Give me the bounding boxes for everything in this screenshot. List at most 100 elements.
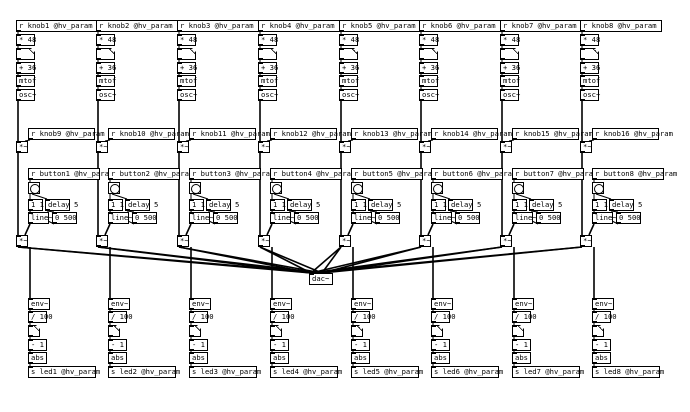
- env-object[interactable]: env~: [28, 298, 50, 310]
- receive-knob-object[interactable]: r knob14 @hv_param: [431, 128, 512, 140]
- line-object[interactable]: line~: [592, 212, 617, 224]
- signal-multiply-object[interactable]: *~: [580, 235, 592, 247]
- message-1-1[interactable]: 1 1: [270, 199, 286, 211]
- message-1-1[interactable]: 1 1: [512, 199, 528, 211]
- delay-object[interactable]: delay 5: [448, 199, 481, 211]
- number-box[interactable]: [28, 325, 40, 337]
- abs-object[interactable]: abs: [189, 352, 208, 364]
- send-led-object[interactable]: s led8 @hv_param: [592, 366, 664, 378]
- add-36-object[interactable]: + 36: [500, 62, 520, 74]
- line-object[interactable]: line~: [351, 212, 376, 224]
- number-box[interactable]: [189, 325, 201, 337]
- message-1-1[interactable]: 1 1: [351, 199, 367, 211]
- signal-multiply-object[interactable]: *~: [96, 235, 108, 247]
- env-object[interactable]: env~: [592, 298, 614, 310]
- multiply-48-object[interactable]: * 48: [419, 34, 439, 46]
- divide-100-object[interactable]: / 100: [108, 311, 133, 323]
- signal-multiply-object[interactable]: *~: [16, 235, 28, 247]
- mtof-object[interactable]: mtof: [177, 75, 197, 87]
- divide-100-object[interactable]: / 100: [189, 311, 214, 323]
- send-led-object[interactable]: s led6 @hv_param: [431, 366, 503, 378]
- receive-knob-object[interactable]: r knob15 @hv_param: [512, 128, 593, 140]
- line-object[interactable]: line~: [270, 212, 295, 224]
- receive-knob-object[interactable]: r knob11 @hv_param: [189, 128, 270, 140]
- receive-knob-object[interactable]: r knob9 @hv_param: [28, 128, 105, 140]
- mtof-object[interactable]: mtof: [419, 75, 439, 87]
- bang-button[interactable]: [189, 182, 201, 194]
- receive-knob-object[interactable]: r knob3 @hv_param: [177, 20, 259, 32]
- line-object[interactable]: line~: [431, 212, 456, 224]
- delay-object[interactable]: delay 5: [368, 199, 401, 211]
- add-36-object[interactable]: + 36: [339, 62, 359, 74]
- line-object[interactable]: line~: [108, 212, 133, 224]
- message-0-500[interactable]: 0 500: [536, 212, 561, 224]
- number-box[interactable]: [512, 325, 524, 337]
- receive-knob-object[interactable]: r knob4 @hv_param: [258, 20, 340, 32]
- multiply-48-object[interactable]: * 48: [177, 34, 197, 46]
- signal-multiply-object[interactable]: *~: [419, 141, 431, 153]
- osc-object[interactable]: osc~: [177, 89, 197, 101]
- multiply-48-object[interactable]: * 48: [96, 34, 116, 46]
- number-box[interactable]: [419, 48, 438, 60]
- env-object[interactable]: env~: [431, 298, 453, 310]
- osc-object[interactable]: osc~: [580, 89, 600, 101]
- send-led-object[interactable]: s led4 @hv_param: [270, 366, 342, 378]
- number-box[interactable]: [351, 325, 363, 337]
- message-0-500[interactable]: 0 500: [375, 212, 400, 224]
- divide-100-object[interactable]: / 100: [512, 311, 537, 323]
- subtract-1-object[interactable]: - 1: [189, 339, 208, 351]
- multiply-48-object[interactable]: * 48: [339, 34, 359, 46]
- receive-knob-object[interactable]: r knob8 @hv_param: [580, 20, 662, 32]
- send-led-object[interactable]: s led1 @hv_param: [28, 366, 100, 378]
- multiply-48-object[interactable]: * 48: [16, 34, 36, 46]
- add-36-object[interactable]: + 36: [258, 62, 278, 74]
- mtof-object[interactable]: mtof: [16, 75, 36, 87]
- delay-object[interactable]: delay 5: [45, 199, 78, 211]
- signal-multiply-object[interactable]: *~: [258, 141, 270, 153]
- subtract-1-object[interactable]: - 1: [592, 339, 611, 351]
- abs-object[interactable]: abs: [592, 352, 611, 364]
- number-box[interactable]: [592, 325, 604, 337]
- signal-multiply-object[interactable]: *~: [177, 235, 189, 247]
- message-1-1[interactable]: 1 1: [108, 199, 124, 211]
- add-36-object[interactable]: + 36: [580, 62, 600, 74]
- number-box[interactable]: [16, 48, 35, 60]
- receive-button-object[interactable]: r button3 @hv_param: [189, 168, 274, 180]
- env-object[interactable]: env~: [512, 298, 534, 310]
- abs-object[interactable]: abs: [351, 352, 370, 364]
- number-box[interactable]: [270, 325, 282, 337]
- bang-button[interactable]: [512, 182, 524, 194]
- number-box[interactable]: [580, 48, 599, 60]
- message-0-500[interactable]: 0 500: [52, 212, 77, 224]
- add-36-object[interactable]: + 36: [96, 62, 116, 74]
- number-box[interactable]: [108, 325, 120, 337]
- subtract-1-object[interactable]: - 1: [28, 339, 47, 351]
- divide-100-object[interactable]: / 100: [270, 311, 295, 323]
- bang-button[interactable]: [351, 182, 363, 194]
- signal-multiply-object[interactable]: *~: [500, 141, 512, 153]
- env-object[interactable]: env~: [270, 298, 292, 310]
- osc-object[interactable]: osc~: [16, 89, 36, 101]
- receive-button-object[interactable]: r button5 @hv_param: [351, 168, 436, 180]
- message-0-500[interactable]: 0 500: [213, 212, 238, 224]
- message-0-500[interactable]: 0 500: [132, 212, 157, 224]
- add-36-object[interactable]: + 36: [16, 62, 36, 74]
- add-36-object[interactable]: + 36: [177, 62, 197, 74]
- receive-knob-object[interactable]: r knob13 @hv_param: [351, 128, 432, 140]
- signal-multiply-object[interactable]: *~: [258, 235, 270, 247]
- signal-multiply-object[interactable]: *~: [580, 141, 592, 153]
- add-36-object[interactable]: + 36: [419, 62, 439, 74]
- number-box[interactable]: [339, 48, 358, 60]
- osc-object[interactable]: osc~: [419, 89, 439, 101]
- signal-multiply-object[interactable]: *~: [177, 141, 189, 153]
- receive-knob-object[interactable]: r knob16 @hv_param: [592, 128, 673, 140]
- env-object[interactable]: env~: [189, 298, 211, 310]
- multiply-48-object[interactable]: * 48: [580, 34, 600, 46]
- multiply-48-object[interactable]: * 48: [500, 34, 520, 46]
- number-box[interactable]: [177, 48, 196, 60]
- abs-object[interactable]: abs: [431, 352, 450, 364]
- mtof-object[interactable]: mtof: [96, 75, 116, 87]
- bang-button[interactable]: [28, 182, 40, 194]
- line-object[interactable]: line~: [28, 212, 53, 224]
